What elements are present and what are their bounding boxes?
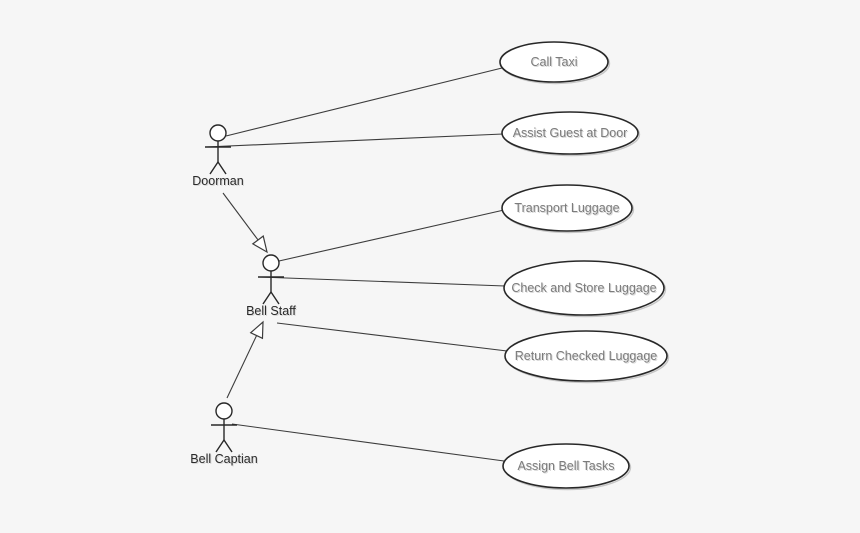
- usecase-label: Assign Bell Tasks: [517, 459, 614, 473]
- usecase-label-shadow: Return Checked Luggage: [516, 350, 659, 364]
- usecase-label-shadow: Assist Guest at Door: [514, 127, 629, 141]
- usecase-label-shadow: Check and Store Luggage: [512, 282, 657, 296]
- association-line: [276, 322, 508, 352]
- usecase-ellipse: [502, 443, 630, 489]
- generalization-line: [226, 335, 258, 399]
- actor-head: [209, 124, 227, 142]
- usecase-ellipse: [504, 330, 668, 382]
- actor-head: [215, 402, 233, 420]
- actor-label-shadow: Bell Staff: [247, 305, 297, 319]
- association-line: [231, 423, 505, 462]
- usecase-label: Assist Guest at Door: [513, 126, 628, 140]
- actor-leg-right: [223, 439, 233, 453]
- association-doorman--assist-guest-at-door: [205, 133, 504, 148]
- association-line: [225, 67, 503, 137]
- actor-label-shadow: Bell Captian: [191, 453, 258, 467]
- actor-leg-right: [270, 291, 280, 305]
- generalization-bell-captian--bell-staff: [226, 320, 264, 399]
- actor-leg-left: [262, 291, 272, 305]
- generalization-line: [222, 192, 259, 241]
- actor-label: Bell Captian: [190, 452, 257, 466]
- association-bell-staff--return-checked-luggage: [276, 322, 508, 352]
- association-doorman--call-taxi: [225, 67, 503, 137]
- generalization-arrowhead-icon: [249, 320, 264, 340]
- actor-label: Doorman: [192, 174, 243, 188]
- usecase-ellipse: [501, 111, 639, 155]
- association-bell-captian--assign-bell-tasks: [231, 423, 505, 462]
- usecase-ellipse: [501, 184, 633, 232]
- association-bell-staff--check-and-store-luggage: [258, 276, 506, 287]
- usecase-ellipse: [503, 260, 665, 316]
- usecase-label: Call Taxi: [530, 55, 577, 69]
- actor-leg-left: [215, 439, 225, 453]
- actor-label: Bell Staff: [246, 304, 296, 318]
- generalization-doorman--bell-staff: [222, 192, 268, 254]
- actor-leg-left: [209, 161, 219, 175]
- actor-leg-right: [217, 161, 227, 175]
- usecase-label-shadow: Call Taxi: [531, 56, 578, 70]
- association-line: [258, 276, 506, 287]
- usecase-label-shadow: Transport Luggage: [515, 202, 620, 216]
- usecase-label: Check and Store Luggage: [511, 281, 656, 295]
- usecase-ellipse: [499, 41, 609, 83]
- actor-head: [262, 254, 280, 272]
- association-bell-staff--transport-luggage: [278, 209, 505, 262]
- association-line: [205, 133, 504, 148]
- usecase-label-shadow: Assign Bell Tasks: [518, 460, 615, 474]
- association-line: [278, 209, 505, 262]
- usecase-label: Transport Luggage: [514, 201, 619, 215]
- usecase-label: Return Checked Luggage: [515, 349, 658, 363]
- generalization-arrowhead-icon: [251, 235, 268, 254]
- actor-label-shadow: Doorman: [193, 175, 244, 189]
